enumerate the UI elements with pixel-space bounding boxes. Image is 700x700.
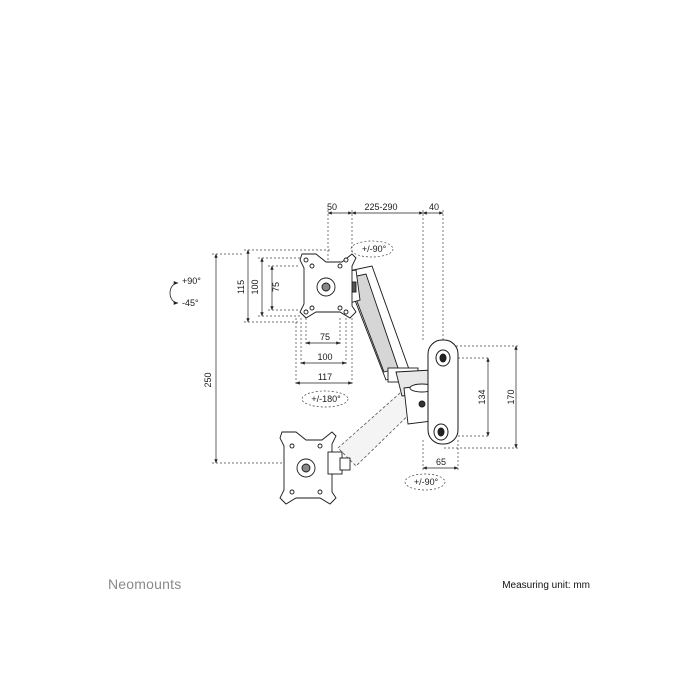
rotation-tilt-down: -45°	[182, 298, 199, 308]
dimension-labels: 50 225-290 40 115 100 75 75 100 117 250 …	[203, 202, 516, 467]
dim-plate-170: 170	[506, 389, 516, 404]
rotation-indicators: +90° -45° +/-90° +/-180° +/-90°	[169, 240, 446, 491]
dim-vesa-117-h: 117	[318, 372, 332, 382]
measuring-unit-note: Measuring unit: mm	[502, 580, 590, 591]
rotation-swivel-top: +/-90°	[362, 244, 387, 254]
dim-vesa-75-h: 75	[320, 332, 330, 342]
brand-logo: Neomounts	[108, 576, 182, 592]
upper-vesa-plate	[299, 253, 357, 319]
dim-height-range: 250	[203, 372, 213, 387]
dim-vesa-100-h: 100	[317, 352, 332, 362]
dim-wall-depth: 40	[429, 202, 439, 212]
upper-arm	[339, 265, 437, 397]
swivel-bottom-arrow-icon	[404, 473, 446, 491]
tilt-arrow-icon	[169, 281, 179, 305]
lower-vesa-plate	[279, 431, 351, 505]
rotation-rotate: +/-180°	[311, 394, 341, 404]
dim-vesa-75-v: 75	[271, 282, 281, 292]
dim-plate-134: 134	[477, 389, 487, 404]
dim-top-offset: 50	[327, 202, 337, 212]
dim-plate-65: 65	[436, 457, 446, 467]
swivel-top-arrow-icon	[350, 240, 394, 258]
rotation-swivel-bottom: +/-90°	[414, 477, 439, 487]
wall-plate	[427, 339, 459, 445]
extension-lines	[212, 210, 520, 470]
rotation-tilt-up: +90°	[182, 276, 201, 286]
dim-arm-reach: 225-290	[364, 202, 397, 212]
dim-vesa-115: 115	[236, 280, 246, 294]
dimension-lines	[214, 211, 518, 470]
rotate-arrow-icon	[301, 390, 349, 408]
dim-vesa-100-v: 100	[250, 279, 260, 294]
